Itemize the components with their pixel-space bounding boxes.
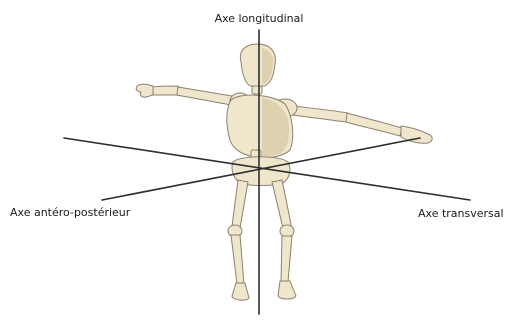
right-tibia: [281, 236, 292, 282]
right-forearm: [346, 113, 402, 136]
right-foot: [278, 281, 296, 299]
right-knee: [280, 225, 294, 237]
left-foot: [232, 283, 249, 300]
left-femur: [232, 180, 248, 232]
label-transversal-axis: Axe transversal: [418, 207, 504, 220]
right-femur: [272, 180, 291, 229]
label-antero-posterior-axis: Axe antéro-postérieur: [10, 206, 131, 219]
label-longitudinal-axis: Axe longitudinal: [215, 12, 304, 25]
left-forearm: [152, 86, 178, 95]
right-upper-arm: [292, 106, 348, 122]
left-hand: [136, 84, 153, 97]
left-tibia: [231, 235, 244, 284]
neck: [252, 86, 262, 94]
left-upper-arm: [176, 87, 232, 105]
